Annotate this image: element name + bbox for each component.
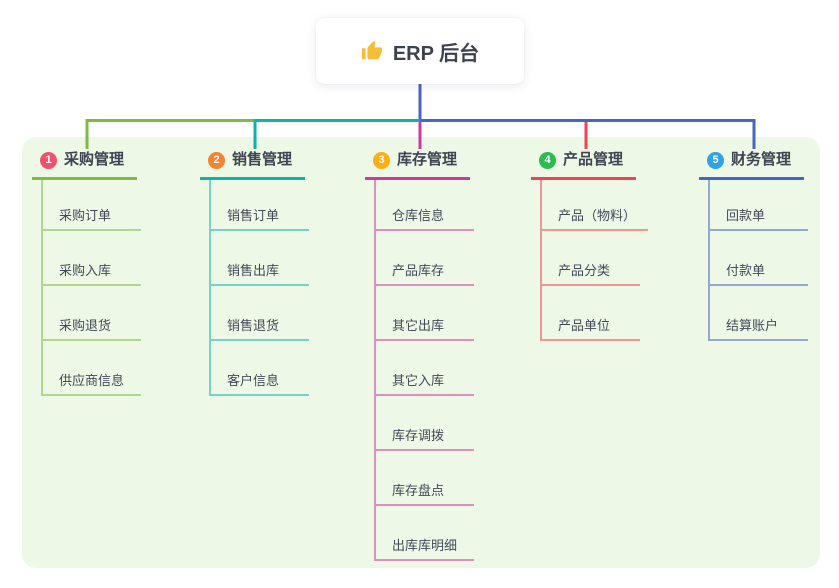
thumbs-up-icon (361, 40, 382, 60)
branch-item[interactable]: 产品分类 (542, 231, 640, 286)
branch-title-5[interactable]: 5 财务管理 (699, 150, 804, 180)
branch-item[interactable]: 客户信息 (211, 341, 309, 396)
branch-1: 1 采购管理 采购订单采购入库采购退货供应商信息 (32, 150, 141, 396)
root-node-label: ERP 后台 (392, 42, 480, 65)
branch-children: 仓库信息产品库存其它出库其它入库库存调拨库存盘点出库库明细 (374, 180, 474, 561)
branch-item[interactable]: 销售订单 (211, 180, 309, 231)
branch-3: 3 库存管理 仓库信息产品库存其它出库其它入库库存调拨库存盘点出库库明细 (365, 150, 474, 561)
branch-5: 5 财务管理 回款单付款单结算账户 (699, 150, 808, 341)
branch-children: 产品（物料）产品分类产品单位 (540, 180, 649, 341)
branch-number-badge: 1 (40, 151, 57, 169)
branch-item[interactable]: 采购入库 (43, 231, 141, 286)
branch-title-1[interactable]: 1 采购管理 (32, 150, 137, 180)
branch-item[interactable]: 销售出库 (211, 231, 309, 286)
branch-item[interactable]: 其它出库 (376, 286, 474, 341)
branch-number-badge: 4 (539, 151, 556, 169)
branch-title-label: 库存管理 (397, 151, 458, 168)
branch-title-label: 销售管理 (232, 151, 293, 168)
branch-item[interactable]: 采购订单 (43, 180, 141, 231)
branch-item[interactable]: 销售退货 (211, 286, 309, 341)
root-node[interactable]: ERP 后台 (316, 18, 524, 84)
branch-4: 4 产品管理 产品（物料）产品分类产品单位 (531, 150, 649, 341)
branch-item[interactable]: 结算账户 (710, 286, 808, 341)
branch-number-badge: 2 (208, 151, 225, 169)
branch-title-4[interactable]: 4 产品管理 (531, 150, 636, 180)
branch-item[interactable]: 产品单位 (542, 286, 640, 341)
branches-panel (22, 137, 820, 568)
branch-title-2[interactable]: 2 销售管理 (200, 150, 305, 180)
branch-2: 2 销售管理 销售订单销售出库销售退货客户信息 (200, 150, 309, 396)
branch-item[interactable]: 出库库明细 (376, 506, 474, 561)
branch-number-badge: 3 (373, 151, 390, 169)
branch-children: 销售订单销售出库销售退货客户信息 (209, 180, 309, 396)
branch-item[interactable]: 付款单 (710, 231, 808, 286)
branch-children: 采购订单采购入库采购退货供应商信息 (41, 180, 141, 396)
branch-title-label: 产品管理 (563, 151, 624, 168)
branch-item[interactable]: 仓库信息 (376, 180, 474, 231)
branch-item[interactable]: 回款单 (710, 180, 808, 231)
branch-title-3[interactable]: 3 库存管理 (365, 150, 470, 180)
thumbs-up-path (361, 40, 382, 60)
branch-children: 回款单付款单结算账户 (708, 180, 808, 341)
branch-item[interactable]: 供应商信息 (43, 341, 141, 396)
branch-number-badge: 5 (707, 151, 724, 169)
branch-item[interactable]: 产品库存 (376, 231, 474, 286)
branch-title-label: 采购管理 (64, 151, 125, 168)
branch-item[interactable]: 库存调拨 (376, 396, 474, 451)
branch-item[interactable]: 采购退货 (43, 286, 141, 341)
branch-item[interactable]: 其它入库 (376, 341, 474, 396)
branch-title-label: 财务管理 (731, 151, 792, 168)
branch-item[interactable]: 库存盘点 (376, 451, 474, 506)
branch-item[interactable]: 产品（物料） (542, 180, 649, 231)
